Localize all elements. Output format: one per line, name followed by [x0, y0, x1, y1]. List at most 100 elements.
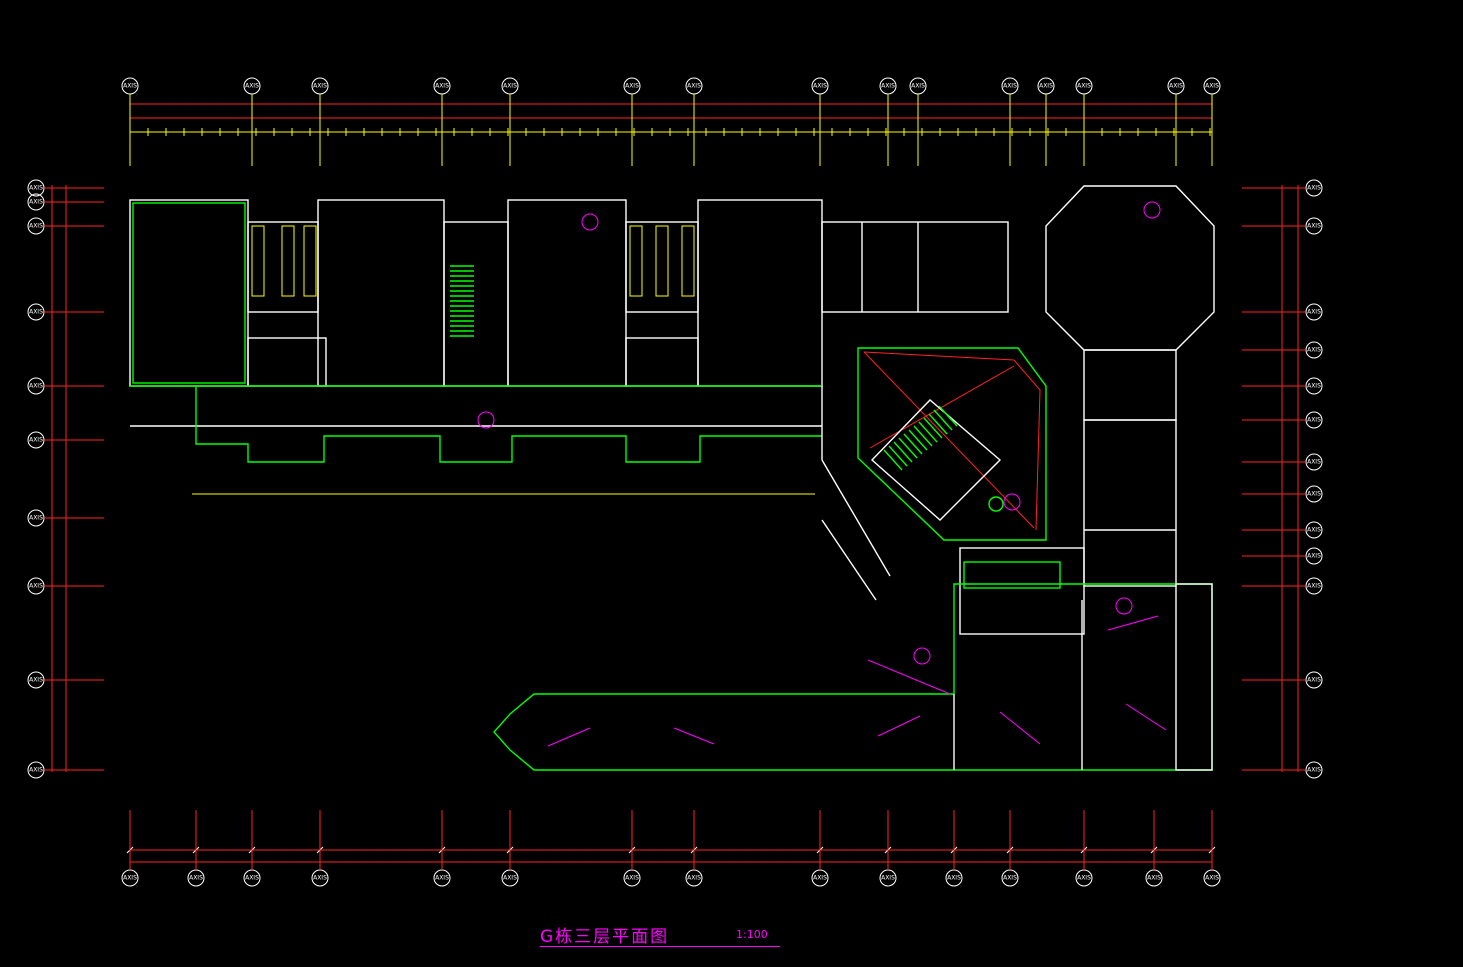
east-small-rooms	[821, 221, 1009, 313]
axis-bubble: AXIS	[945, 869, 963, 887]
axis-bubble: AXIS	[27, 431, 45, 449]
axis-bubble-label: AXIS	[881, 83, 895, 90]
axis-bubble-label: AXIS	[1205, 875, 1219, 882]
axis-bubble-label: AXIS	[1307, 383, 1321, 390]
axis-bubble-label: AXIS	[1307, 459, 1321, 466]
axis-bubble: AXIS	[1305, 521, 1323, 539]
axis-bubble: AXIS	[1305, 577, 1323, 595]
axis-bubble: AXIS	[243, 77, 261, 95]
axis-bubble-label: AXIS	[1307, 491, 1321, 498]
axis-bubble-label: AXIS	[1077, 875, 1091, 882]
axis-bubble-label: AXIS	[29, 437, 43, 444]
axis-bubble: AXIS	[811, 869, 829, 887]
octagon-hall	[1045, 185, 1215, 351]
axis-bubble: AXIS	[501, 869, 519, 887]
axis-bubble: AXIS	[1305, 453, 1323, 471]
axis-bubble-label: AXIS	[313, 83, 327, 90]
axis-bubble: AXIS	[433, 869, 451, 887]
axis-bubble-label: AXIS	[29, 199, 43, 206]
axis-bubble-label: AXIS	[687, 83, 701, 90]
axis-bubble: AXIS	[27, 577, 45, 595]
axis-bubble-label: AXIS	[1077, 83, 1091, 90]
top-dimension-lines	[129, 103, 1212, 136]
axis-bubble-label: AXIS	[881, 875, 895, 882]
axis-bubble-label: AXIS	[29, 583, 43, 590]
axis-bubble: AXIS	[879, 77, 897, 95]
axis-bubble-label: AXIS	[29, 185, 43, 192]
axis-bubble-label: AXIS	[29, 309, 43, 316]
axis-bubble: AXIS	[1037, 77, 1055, 95]
axis-bubble-label: AXIS	[1003, 83, 1017, 90]
axis-bubble-label: AXIS	[1307, 677, 1321, 684]
axis-bubble: AXIS	[27, 303, 45, 321]
axis-bubble-label: AXIS	[813, 83, 827, 90]
axis-bubble: AXIS	[1305, 217, 1323, 235]
axis-bubble: AXIS	[1167, 77, 1185, 95]
axis-bubble: AXIS	[1305, 179, 1323, 197]
axis-bubble: AXIS	[1203, 77, 1221, 95]
axis-bubble-label: AXIS	[29, 383, 43, 390]
title-underline	[540, 946, 780, 947]
axis-bubble: AXIS	[27, 761, 45, 779]
axis-bubble-label: AXIS	[29, 767, 43, 774]
axis-bubble-label: AXIS	[189, 875, 203, 882]
axis-bubble: AXIS	[501, 77, 519, 95]
axis-bubbles: AXIS AXIS AXIS AXIS AXIS AXIS AXIS AXIS AXIS AXIS…	[27, 77, 1323, 887]
axis-bubble-label: AXIS	[503, 83, 517, 90]
axis-bubble: AXIS	[1203, 869, 1221, 887]
axis-bubble-label: AXIS	[123, 875, 137, 882]
axis-bubble: AXIS	[685, 77, 703, 95]
axis-bubble-label: AXIS	[1039, 83, 1053, 90]
axis-bubble: AXIS	[909, 77, 927, 95]
axis-bubble-label: AXIS	[625, 83, 639, 90]
west-wing-rooms	[129, 199, 823, 387]
axis-bubble-label: AXIS	[1205, 83, 1219, 90]
left-dimension-lines	[51, 185, 67, 772]
axis-bubble: AXIS	[685, 869, 703, 887]
axis-bubble: AXIS	[187, 869, 205, 887]
axis-bubble-label: AXIS	[29, 223, 43, 230]
axis-bubble-label: AXIS	[1003, 875, 1017, 882]
axis-bubble: AXIS	[1305, 761, 1323, 779]
axis-bubble: AXIS	[433, 77, 451, 95]
axis-bubble-label: AXIS	[245, 875, 259, 882]
axis-bubble: AXIS	[311, 77, 329, 95]
central-atrium	[857, 347, 1047, 541]
axis-bubble: AXIS	[623, 77, 641, 95]
axis-bubble: AXIS	[1305, 671, 1323, 689]
axis-bubble: AXIS	[1305, 377, 1323, 395]
axis-bubble: AXIS	[1075, 869, 1093, 887]
axis-bubble-label: AXIS	[29, 677, 43, 684]
axis-bubble: AXIS	[1305, 547, 1323, 565]
drawing-title: G栋三层平面图	[540, 927, 670, 947]
axis-bubble: AXIS	[1305, 485, 1323, 503]
axis-bubble-label: AXIS	[1307, 185, 1321, 192]
axis-bubble-label: AXIS	[813, 875, 827, 882]
right-dimension-lines	[1281, 185, 1299, 772]
axis-bubble: AXIS	[879, 869, 897, 887]
axis-bubble-label: AXIS	[1169, 83, 1183, 90]
axis-bubble: AXIS	[27, 509, 45, 527]
axis-bubble: AXIS	[1305, 303, 1323, 321]
axis-bubble: AXIS	[1001, 77, 1019, 95]
axis-bubble-label: AXIS	[911, 83, 925, 90]
roof-terrace	[493, 583, 1213, 771]
bottom-dimension-lines	[126, 846, 1216, 863]
axis-bubble: AXIS	[121, 869, 139, 887]
axis-bubble-label: AXIS	[1307, 767, 1321, 774]
axis-bubble-label: AXIS	[1307, 527, 1321, 534]
axis-bubble-label: AXIS	[1307, 309, 1321, 316]
axis-bubble-label: AXIS	[435, 875, 449, 882]
axis-bubble: AXIS	[1075, 77, 1093, 95]
axis-bubble: AXIS	[27, 217, 45, 235]
axis-bubble: AXIS	[27, 671, 45, 689]
diagonal-walls	[821, 386, 891, 601]
axis-bubble: AXIS	[623, 869, 641, 887]
axis-bubble-label: AXIS	[313, 875, 327, 882]
axis-bubble-label: AXIS	[625, 875, 639, 882]
axis-bubble-label: AXIS	[687, 875, 701, 882]
axis-bubble: AXIS	[121, 77, 139, 95]
axis-bubble: AXIS	[1001, 869, 1019, 887]
axis-bubble: AXIS	[1305, 411, 1323, 429]
axis-bubble-label: AXIS	[29, 515, 43, 522]
